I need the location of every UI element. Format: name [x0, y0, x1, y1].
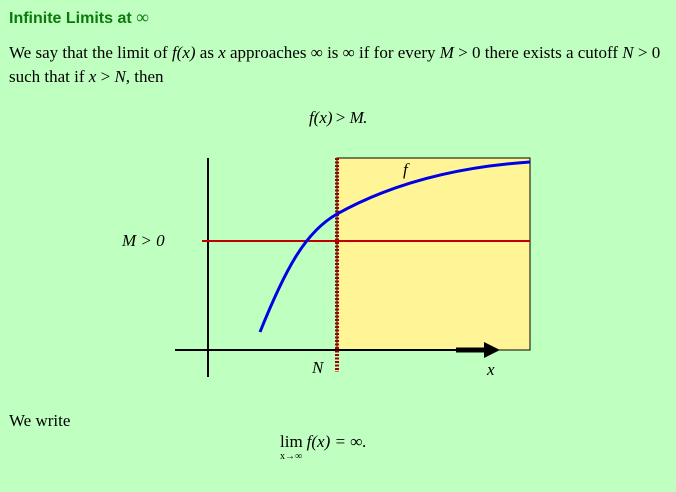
def-part4: > 0 there exists a cutoff	[453, 43, 623, 62]
we-write-text: We write	[9, 411, 71, 430]
def-part7: , then	[125, 67, 164, 86]
title-infinity-symbol: ∞	[136, 7, 149, 27]
shaded-region	[337, 158, 530, 350]
def-x2: x	[88, 67, 97, 86]
n-label: N	[311, 358, 325, 377]
def-N: N	[622, 43, 634, 62]
f-curve-label: f	[403, 160, 410, 179]
lim-subscript: x→∞	[280, 451, 303, 462]
lim-word: lim	[280, 432, 303, 451]
def-part2: as	[195, 43, 219, 62]
ineq-op: >	[331, 108, 350, 127]
limit-expression: lim x→∞ f(x) = ∞.	[280, 432, 367, 462]
def-part5: > 0 such that if	[9, 43, 661, 86]
def-part6: >	[96, 67, 115, 86]
page-title: Infinite Limits at ∞	[9, 7, 149, 28]
ineq-lhs: f(x)	[308, 108, 333, 127]
def-part1: We say that the limit of	[9, 43, 172, 62]
x-axis-arrowhead-icon	[484, 342, 500, 358]
x-axis-label: x	[486, 360, 495, 379]
def-part3: approaches ∞ is ∞ if for every	[225, 43, 440, 62]
def-N2: N	[114, 67, 126, 86]
function-curve	[258, 160, 531, 333]
ineq-rhs: M	[349, 108, 364, 127]
definition-paragraph: We say that the limit of f(x) as x appro…	[9, 41, 669, 89]
m-label: M > 0	[121, 231, 165, 250]
inequality-equation: f(x) > M.	[0, 108, 676, 128]
title-text: Infinite Limits at	[9, 10, 132, 27]
lim-operator: lim x→∞	[280, 432, 303, 462]
limit-expr-body: f(x) = ∞.	[306, 432, 367, 451]
def-M: M	[439, 43, 454, 62]
ineq-end: .	[362, 108, 368, 127]
def-fx: f(x)	[171, 43, 196, 62]
def-x: x	[218, 43, 226, 62]
